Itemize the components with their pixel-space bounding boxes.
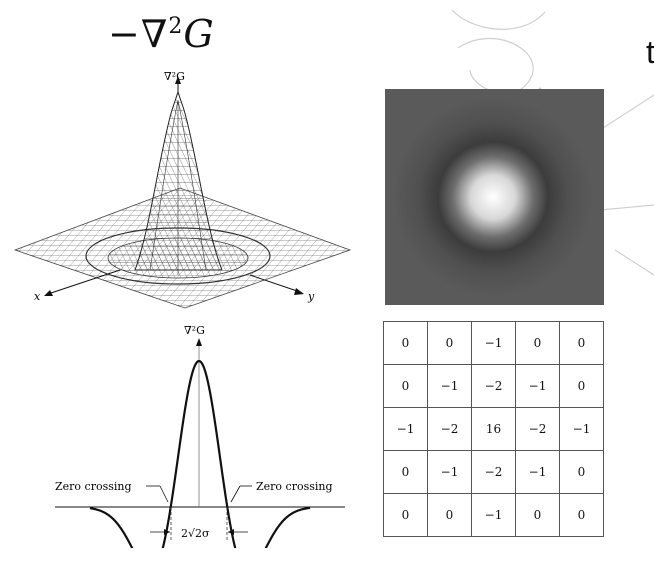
kernel-cell: −2 [471, 364, 516, 408]
zero-crossing-left-pointer [159, 485, 169, 503]
kernel-cell: −1 [471, 493, 516, 537]
surface-peak-ridges [149, 99, 207, 275]
kernel-cell: −2 [515, 407, 560, 451]
kernel-cell: 0 [427, 321, 472, 365]
profile-y-arrow [196, 338, 202, 346]
surface-x-axis [47, 269, 121, 295]
surface-x-arrow [44, 290, 53, 296]
kernel-cell: 0 [383, 493, 428, 537]
page-title: −∇2G [108, 12, 215, 56]
kernel-cell: −1 [515, 364, 560, 408]
zero-crossing-right-pointer [230, 485, 241, 503]
log-image-panel [385, 89, 604, 305]
kernel-cell: −2 [471, 450, 516, 494]
watermark-arc-mid [457, 38, 534, 94]
kernel-cell: −1 [427, 364, 472, 408]
kernel-cell: 0 [559, 450, 604, 494]
profile-y-label: ∇²G [184, 324, 205, 337]
surface-peak [134, 90, 223, 271]
surface-y-axis [249, 274, 301, 293]
kernel-cell: 0 [559, 321, 604, 365]
kernel-cell: 0 [383, 321, 428, 365]
surface-z-label: ∇²G [164, 70, 185, 83]
kernel-cell: 0 [559, 364, 604, 408]
profile-plot: ∇²G 2√2σ Zero crossing Zero crossing [55, 324, 345, 548]
kernel-cell: 16 [471, 407, 516, 451]
kernel-cell: 0 [383, 364, 428, 408]
title-superscript: 2 [168, 14, 184, 39]
title-prefix: −∇ [108, 12, 169, 56]
surface-z-arrow [175, 76, 181, 84]
surface-x-label: x [34, 290, 41, 303]
kernel-cell: −2 [427, 407, 472, 451]
kernel-cell: 0 [559, 493, 604, 537]
surface-y-arrow [294, 288, 304, 295]
watermark-arc-top [451, 9, 546, 30]
kernel-cell: −1 [559, 407, 604, 451]
width-label: 2√2σ [181, 527, 210, 540]
kernel-cell: 0 [515, 493, 560, 537]
zero-crossing-left-label: Zero crossing [55, 480, 132, 493]
kernel-cell: 0 [427, 493, 472, 537]
cropped-right-letter: t [646, 34, 654, 70]
kernel-cell: −1 [515, 450, 560, 494]
surface-y-label: y [307, 290, 315, 303]
title-variable: G [183, 12, 215, 56]
image-blob [393, 97, 593, 297]
kernel-cell: −1 [471, 321, 516, 365]
kernel-cell: −1 [383, 407, 428, 451]
kernel-cell: −1 [427, 450, 472, 494]
width-arrowhead-left [164, 529, 170, 535]
watermark-lines [599, 94, 654, 276]
kernel-cell: 0 [383, 450, 428, 494]
width-arrowhead-right [228, 529, 234, 535]
zero-crossing-right-label: Zero crossing [256, 480, 333, 493]
log-profile-curve [89, 359, 311, 548]
surface-plot: ∇²G x y [13, 70, 352, 309]
kernel-cell: 0 [515, 321, 560, 365]
